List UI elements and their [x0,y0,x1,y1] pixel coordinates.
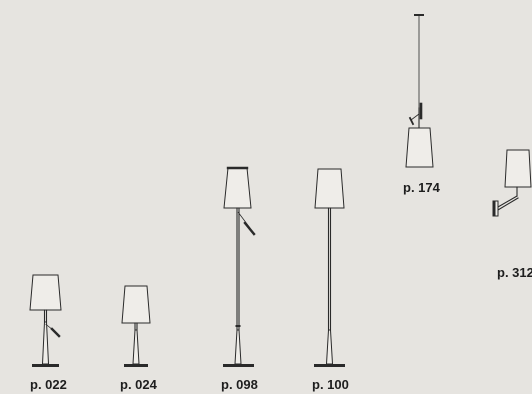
lamp-drawing-table-with-arm [29,274,62,367]
lamp-drawing-suspension [405,14,434,168]
lamp-shade [223,167,252,209]
lamp-base [124,364,148,367]
lamp-shade [405,127,434,168]
lamp-shade [121,285,151,324]
lamp-base [314,364,345,367]
page-ref-312: p. 312 [497,265,532,280]
lamp-stem [132,329,140,365]
lamp-drawing-table [121,285,151,367]
page-ref-022: p. 022 [30,377,67,392]
page-ref-098: p. 098 [221,377,258,392]
ceiling-canopy [414,14,424,16]
lamp-base [223,364,254,367]
page-ref-100: p. 100 [312,377,349,392]
page-ref-174: p. 174 [403,180,440,195]
page-ref-024: p. 024 [120,377,157,392]
lamp-shade [504,149,532,188]
lamp-shade [29,274,62,311]
lamp-shade [314,168,345,209]
lamp-stem [41,321,50,365]
lamp-drawing-floor [314,168,345,367]
lamp-base [32,364,59,367]
lamp-drawing-wall [492,149,532,217]
lamp-drawing-floor-with-arm [223,166,256,367]
